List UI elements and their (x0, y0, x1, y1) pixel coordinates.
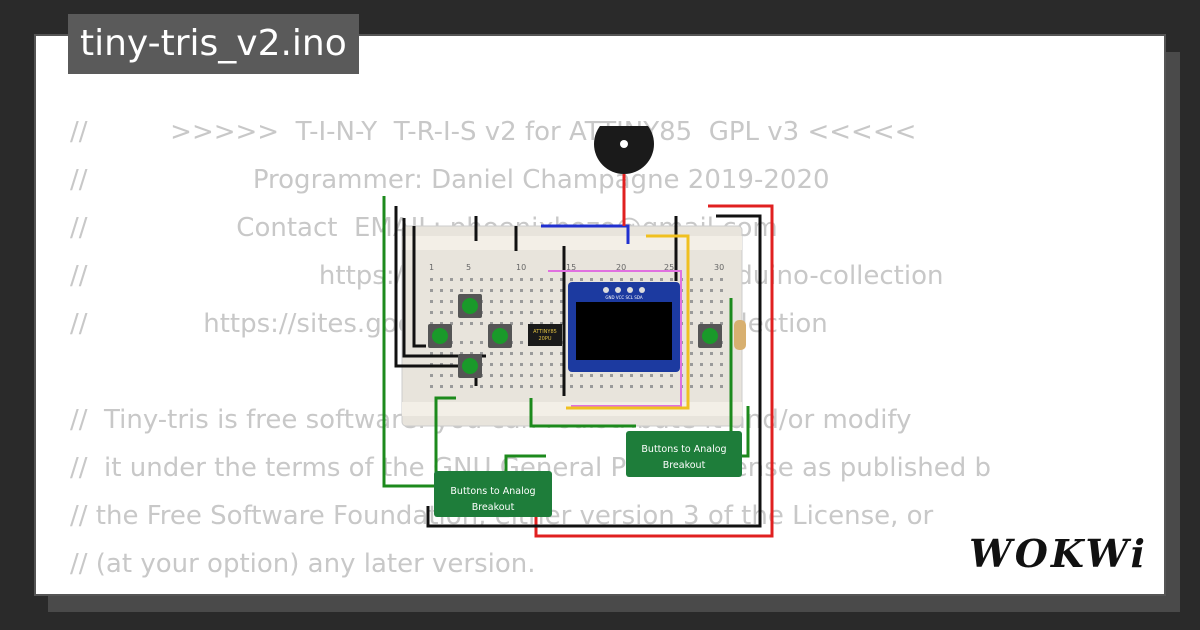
column-number: 10 (516, 263, 526, 272)
breakout-label: Buttons to Analog (641, 444, 726, 455)
wire-blue (541, 224, 630, 244)
column-number: 25 (664, 263, 674, 272)
column-number: 30 (714, 263, 724, 272)
circuit-diagram: 1 5 10 15 20 25 30 (382, 126, 774, 538)
push-buttons (428, 294, 722, 378)
wire-black (426, 214, 762, 528)
column-number: 15 (566, 263, 576, 272)
breakout-label: Breakout (663, 460, 706, 471)
breakout-label: Breakout (472, 502, 515, 513)
resistor (734, 320, 746, 350)
wire-pink (548, 270, 682, 407)
analog-breakout-2: Buttons to Analog Breakout (434, 471, 552, 517)
wokwi-logo: WOKWi (969, 531, 1148, 576)
column-number: 5 (466, 263, 471, 272)
wire-yellow (566, 234, 690, 410)
wire-green (382, 196, 436, 488)
breadboard-rail-top (402, 236, 742, 250)
chip-label: ATTINY85 (533, 329, 557, 335)
oled-screen (576, 302, 672, 360)
buzzer-hole (620, 140, 628, 148)
oled-pin-labels: GND VCC SCL SDA (605, 295, 642, 300)
wire-red (534, 204, 774, 538)
breakout-label: Buttons to Analog (450, 486, 535, 497)
column-number: 20 (616, 263, 626, 272)
code-line: // >>>>> T-I-N-Y T-R-I-S v2 for ATTINY85… (70, 117, 917, 147)
buzzer (594, 126, 654, 174)
wire-black (412, 226, 426, 348)
column-number: 1 (429, 263, 434, 272)
project-title[interactable]: tiny-tris_v2.ino (68, 14, 359, 74)
code-line: // (at your option) any later version. (70, 549, 536, 579)
code-line: // it under the terms of the GNU General… (70, 453, 991, 483)
wire-green (529, 398, 636, 428)
code-preview: // >>>>> T-I-N-Y T-R-I-S v2 for ATTINY85… (70, 108, 991, 588)
chip-label: 20PU (538, 336, 551, 342)
project-card[interactable]: // >>>>> T-I-N-Y T-R-I-S v2 for ATTINY85… (34, 34, 1166, 596)
analog-breakout-1: Buttons to Analog Breakout (626, 431, 742, 477)
attiny85-chip (528, 324, 562, 346)
code-line: // Programmer: Daniel Champagne 2019-202… (70, 165, 830, 195)
